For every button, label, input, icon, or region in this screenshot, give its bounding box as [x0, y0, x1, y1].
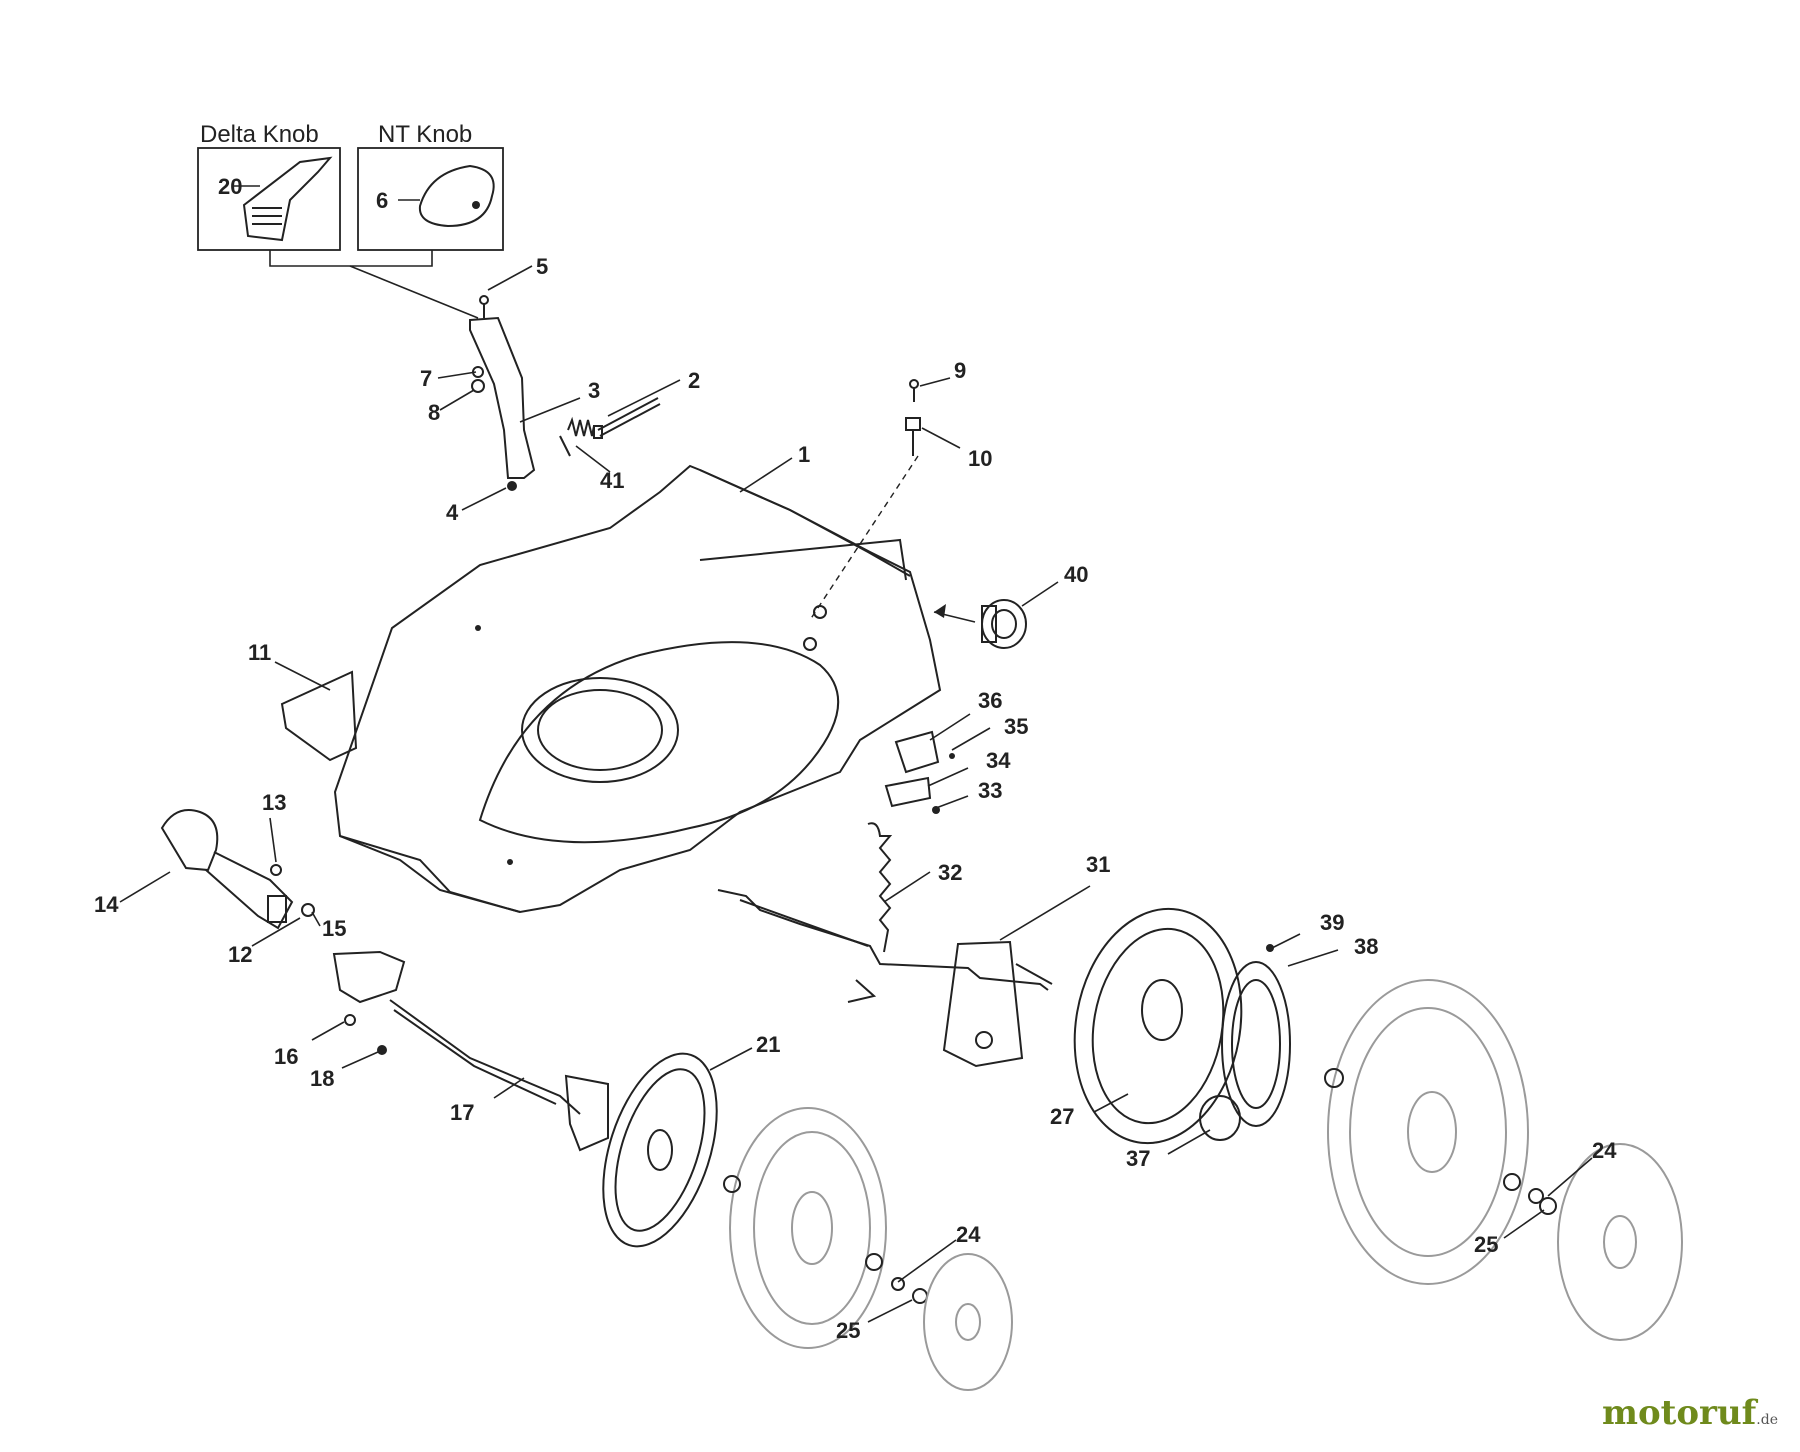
delta-knob-box: Delta Knob [197, 121, 341, 251]
rear-axle [717, 889, 1053, 1068]
height-lever [469, 295, 661, 491]
part-label-15: 15 [322, 916, 346, 941]
part-label-2: 2 [688, 368, 700, 393]
deck-bolt [905, 379, 921, 456]
part-label-20: 20 [218, 174, 242, 199]
height-bracket [280, 670, 358, 762]
part-label-5: 5 [536, 254, 548, 279]
part-label-21: 21 [756, 1032, 780, 1057]
drive-spring [867, 822, 893, 953]
rear-wheel [1324, 979, 1683, 1341]
part-label-7: 7 [420, 366, 432, 391]
part-label-13: 13 [262, 790, 286, 815]
part-label-24-front: 24 [956, 1222, 981, 1247]
part-label-39: 39 [1320, 910, 1344, 935]
part-label-31: 31 [1086, 852, 1110, 877]
front-wheel [723, 1107, 1013, 1391]
watermark-brand: motoruf [1602, 1393, 1757, 1433]
leader-lines [119, 265, 1593, 1323]
part-label-4: 4 [446, 500, 459, 525]
part-label-8: 8 [428, 400, 440, 425]
part-label-32: 32 [938, 860, 962, 885]
part-label-16: 16 [274, 1044, 298, 1069]
part-label-6: 6 [376, 188, 388, 213]
part-label-25-rear: 25 [1474, 1232, 1498, 1257]
nt-knob-box: NT Knob [357, 121, 504, 251]
part-label-40: 40 [1064, 562, 1088, 587]
part-label-37: 37 [1126, 1146, 1150, 1171]
handle-knob [160, 809, 315, 930]
part-label-24-rear: 24 [1592, 1138, 1617, 1163]
front-drive-disc [602, 1052, 718, 1248]
rear-drive-disc [1073, 907, 1291, 1145]
part-label-12: 12 [228, 942, 252, 967]
part-label-41: 41 [600, 468, 624, 493]
part-label-11: 11 [248, 640, 271, 665]
part-number-labels: 20 6 5 2 3 7 8 41 4 1 9 10 40 11 36 35 3… [94, 174, 1617, 1343]
pinion-gear [933, 599, 1027, 649]
part-label-33: 33 [978, 778, 1002, 803]
watermark-tld: .de [1756, 1412, 1778, 1428]
watermark-logo: motoruf.de [1602, 1393, 1778, 1433]
front-axle [332, 950, 609, 1152]
part-label-18: 18 [310, 1066, 334, 1091]
part-label-1: 1 [798, 442, 810, 467]
delta-knob-title: Delta Knob [200, 121, 319, 148]
part-label-17: 17 [450, 1100, 474, 1125]
nt-knob-title: NT Knob [378, 121, 472, 148]
part-label-38: 38 [1354, 934, 1378, 959]
part-label-34: 34 [986, 748, 1011, 773]
mower-deck [333, 464, 942, 914]
part-label-35: 35 [1004, 714, 1028, 739]
part-label-27: 27 [1050, 1104, 1074, 1129]
part-label-10: 10 [968, 446, 992, 471]
part-label-36: 36 [978, 688, 1002, 713]
part-label-3: 3 [588, 378, 600, 403]
axle-clamp [884, 730, 955, 814]
part-label-25-front: 25 [836, 1318, 860, 1343]
part-label-14: 14 [94, 892, 119, 917]
part-label-9: 9 [954, 358, 966, 383]
